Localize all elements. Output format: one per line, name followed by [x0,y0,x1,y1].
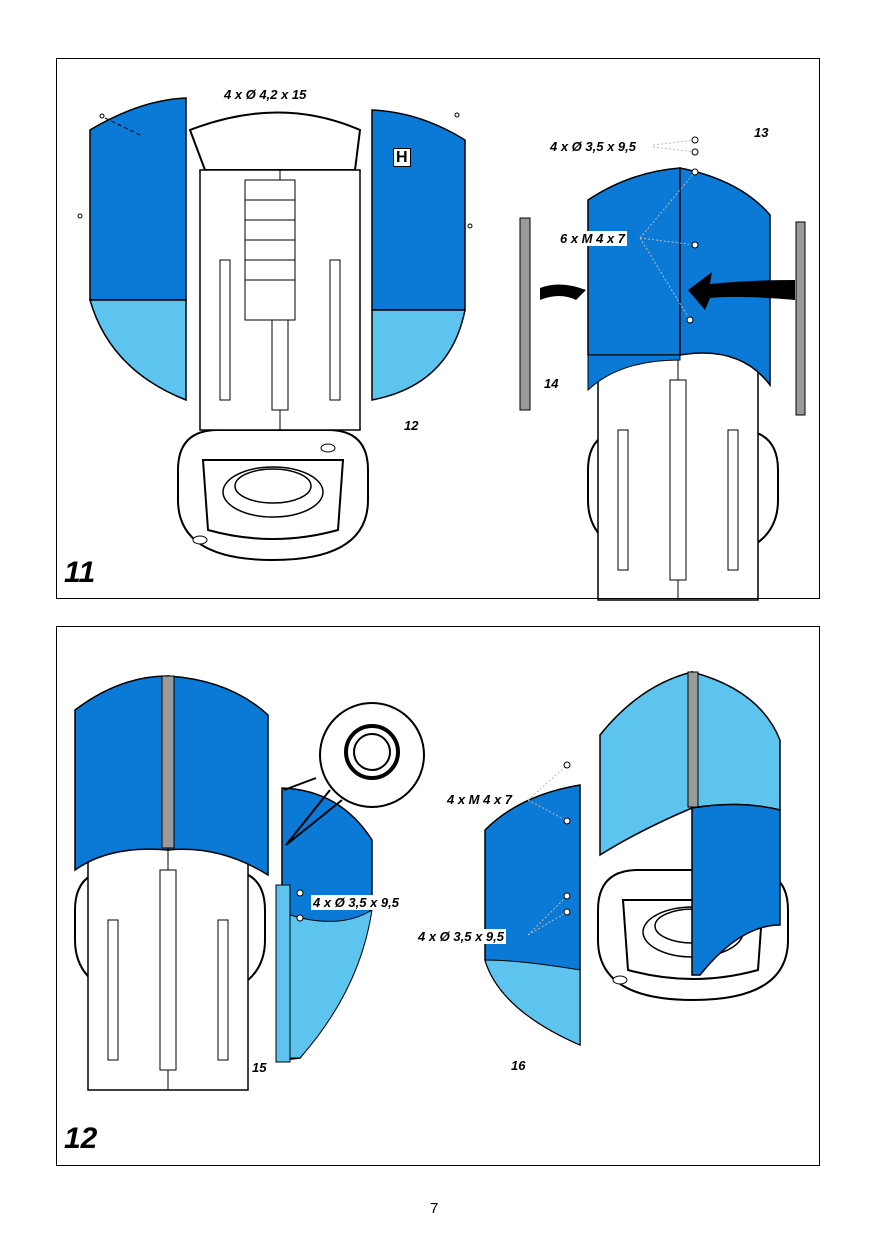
page-number: 7 [430,1200,439,1217]
fig12-right-assembly [484,671,789,1047]
step-14-label: 14 [544,376,559,391]
step-15-label: 15 [252,1060,267,1075]
figure-11-panel [56,58,820,599]
figure-number-12: 12 [64,1122,98,1155]
step-16-label: 16 [511,1058,526,1073]
figure-number-11: 11 [64,556,96,589]
marker-h: H [393,148,411,167]
step-12-label: 12 [404,418,419,433]
label-screws-4x4-2x15: 4 x Ø 4,2 x 15 [222,87,309,102]
label-screws-4x3-5x9-5-right: 4 x Ø 3,5 x 9,5 [416,929,507,944]
fig12-left-assembly [74,675,425,1091]
label-bolts-6xm4x7: 6 x M 4 x 7 [558,231,628,246]
label-screws-4x3-5x9-5-left: 4 x Ø 3,5 x 9,5 [311,895,402,910]
figure-12-panel [56,626,820,1166]
label-bolts-4xm4x7: 4 x M 4 x 7 [445,792,515,807]
label-screws-4x3-5x9-5: 4 x Ø 3,5 x 9,5 [548,139,639,154]
fig11-right-assembly [519,136,806,601]
step-13-label: 13 [754,125,769,140]
